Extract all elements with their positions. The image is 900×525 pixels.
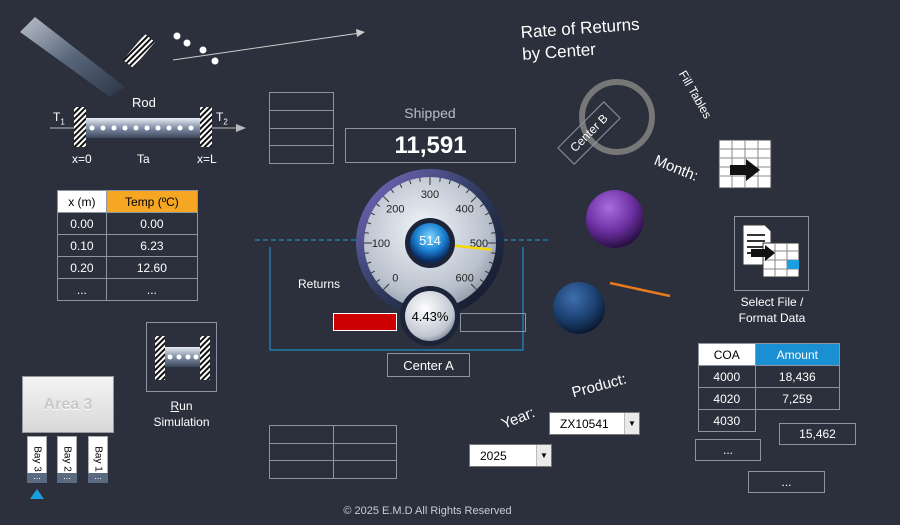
gauge-center-value: 514 <box>419 233 441 248</box>
table-row: 4020 7,259 <box>698 387 841 410</box>
amount-header: Amount <box>754 343 841 366</box>
table-row: 0.00 0.00 <box>57 212 199 235</box>
month-label: Month: <box>651 152 701 185</box>
file-format-icon <box>742 224 800 278</box>
gauge-tick <box>488 222 493 225</box>
gauge-tick <box>419 177 421 182</box>
xl-label: x=L <box>197 152 217 166</box>
year-dropdown[interactable]: 2025 ▼ <box>469 444 552 467</box>
table-row: 0.20 12.60 <box>57 256 199 279</box>
gauge-tick <box>364 252 369 254</box>
particle-motion-graphic <box>172 29 365 65</box>
rod-mini-icon <box>155 336 210 380</box>
table-row: 4030 <box>698 409 840 432</box>
area-3-button[interactable]: Area 3 <box>22 376 114 433</box>
temp-table-header-x: x (m) <box>57 190 107 213</box>
chevron-down-icon[interactable]: ▼ <box>624 413 639 434</box>
year-value: 2025 <box>480 448 507 463</box>
rate-of-returns-title: Rate of Returns by Center <box>520 14 641 64</box>
returns-label: Returns <box>298 277 341 291</box>
gauge-tick <box>370 270 375 274</box>
gauge-percent: 4.43% <box>411 309 449 324</box>
center-a-button[interactable]: Center A <box>387 353 470 377</box>
bay-2-more[interactable]: ... <box>57 472 77 483</box>
select-file-label[interactable]: Select File / Format Data <box>738 295 806 325</box>
shipped-value: 11,591 <box>345 128 516 163</box>
temp-table-header-temp: Temp (ºC) <box>105 190 199 213</box>
returns-empty-box <box>460 313 526 332</box>
gauge-tick-label: 300 <box>421 189 439 201</box>
gauge-tick <box>448 180 451 185</box>
gauge-tick <box>376 279 381 283</box>
gauge-tick <box>470 195 478 203</box>
t1-label: T1 <box>53 110 65 127</box>
gauge-tick-label: 400 <box>455 203 473 215</box>
rod-title: Rod <box>132 95 156 110</box>
product-dropdown[interactable]: ZX10541 ▼ <box>549 412 640 435</box>
fill-tables-label: Fill Tables <box>675 68 715 122</box>
table-row: 4000 18,436 <box>698 365 841 388</box>
gauge-tick <box>485 212 490 216</box>
year-label: Year: <box>499 404 538 433</box>
ellipsis-box-1: ... <box>695 439 761 461</box>
center-b-ring <box>579 79 655 155</box>
triangle-up-icon <box>30 489 44 499</box>
gauge-tick <box>491 232 496 234</box>
rod-diagram <box>50 107 246 147</box>
x0-label: x=0 <box>72 152 92 166</box>
gauge-tick <box>485 270 490 274</box>
gauge-tick <box>457 183 461 188</box>
shipped-label: Shipped <box>404 105 456 121</box>
gauge-tick <box>470 283 478 291</box>
run-simulation-button[interactable] <box>146 322 217 392</box>
bay-3-more[interactable]: ... <box>27 472 47 483</box>
gauge-tick <box>382 283 390 291</box>
gauge-tick <box>409 180 412 185</box>
select-file-button[interactable] <box>734 216 809 291</box>
gauge-tick-label: 200 <box>386 203 404 215</box>
ta-label: Ta <box>137 152 150 166</box>
returns-red-bar <box>333 313 397 331</box>
fill-table-icon[interactable] <box>718 139 772 189</box>
empty-grid-bottom <box>269 425 397 479</box>
gauge-tick <box>488 261 493 264</box>
run-simulation-label[interactable]: Run Simulation <box>153 399 210 429</box>
gauge-tick-label: 100 <box>372 238 390 250</box>
temp-table: x (m) Temp (ºC) 0.00 0.00 0.10 6.23 0.20… <box>57 190 199 301</box>
purple-sphere <box>586 190 644 248</box>
gauge-tick <box>399 183 403 188</box>
coa-header: COA <box>698 343 756 366</box>
bay-1-more[interactable]: ... <box>88 472 108 483</box>
gauge-tick <box>439 177 441 182</box>
chevron-down-icon[interactable]: ▼ <box>536 445 551 466</box>
gauge-tick <box>367 261 372 264</box>
total-value-box: 15,462 <box>779 423 856 445</box>
table-row: ... ... <box>57 278 199 301</box>
gauge-tick <box>382 195 390 203</box>
gauge-tick <box>364 232 369 234</box>
gauge-tick <box>491 252 496 254</box>
gauge-tick <box>466 189 470 194</box>
copyright: © 2025 E.M.D All Rights Reserved <box>343 505 512 517</box>
gauge-tick <box>479 279 484 283</box>
gauge-tick <box>479 203 484 207</box>
gauge-tick-label: 0 <box>392 273 398 285</box>
empty-grid-top <box>269 92 334 164</box>
product-value: ZX10541 <box>560 416 609 431</box>
table-row: 0.10 6.23 <box>57 234 199 257</box>
t2-label: T2 <box>216 110 228 127</box>
glass-bar-graphic <box>20 17 155 97</box>
blue-sphere <box>553 281 671 334</box>
gauge-tick <box>376 203 381 207</box>
gauge-tick-label: 600 <box>455 273 473 285</box>
gauge-tick <box>370 212 375 216</box>
ellipsis-box-2: ... <box>748 471 825 493</box>
coa-table: COA Amount 4000 18,436 4020 7,259 4030 <box>698 343 841 432</box>
gauge-tick <box>367 222 372 225</box>
gauge-tick <box>390 189 394 194</box>
product-label: Product: <box>570 370 629 402</box>
